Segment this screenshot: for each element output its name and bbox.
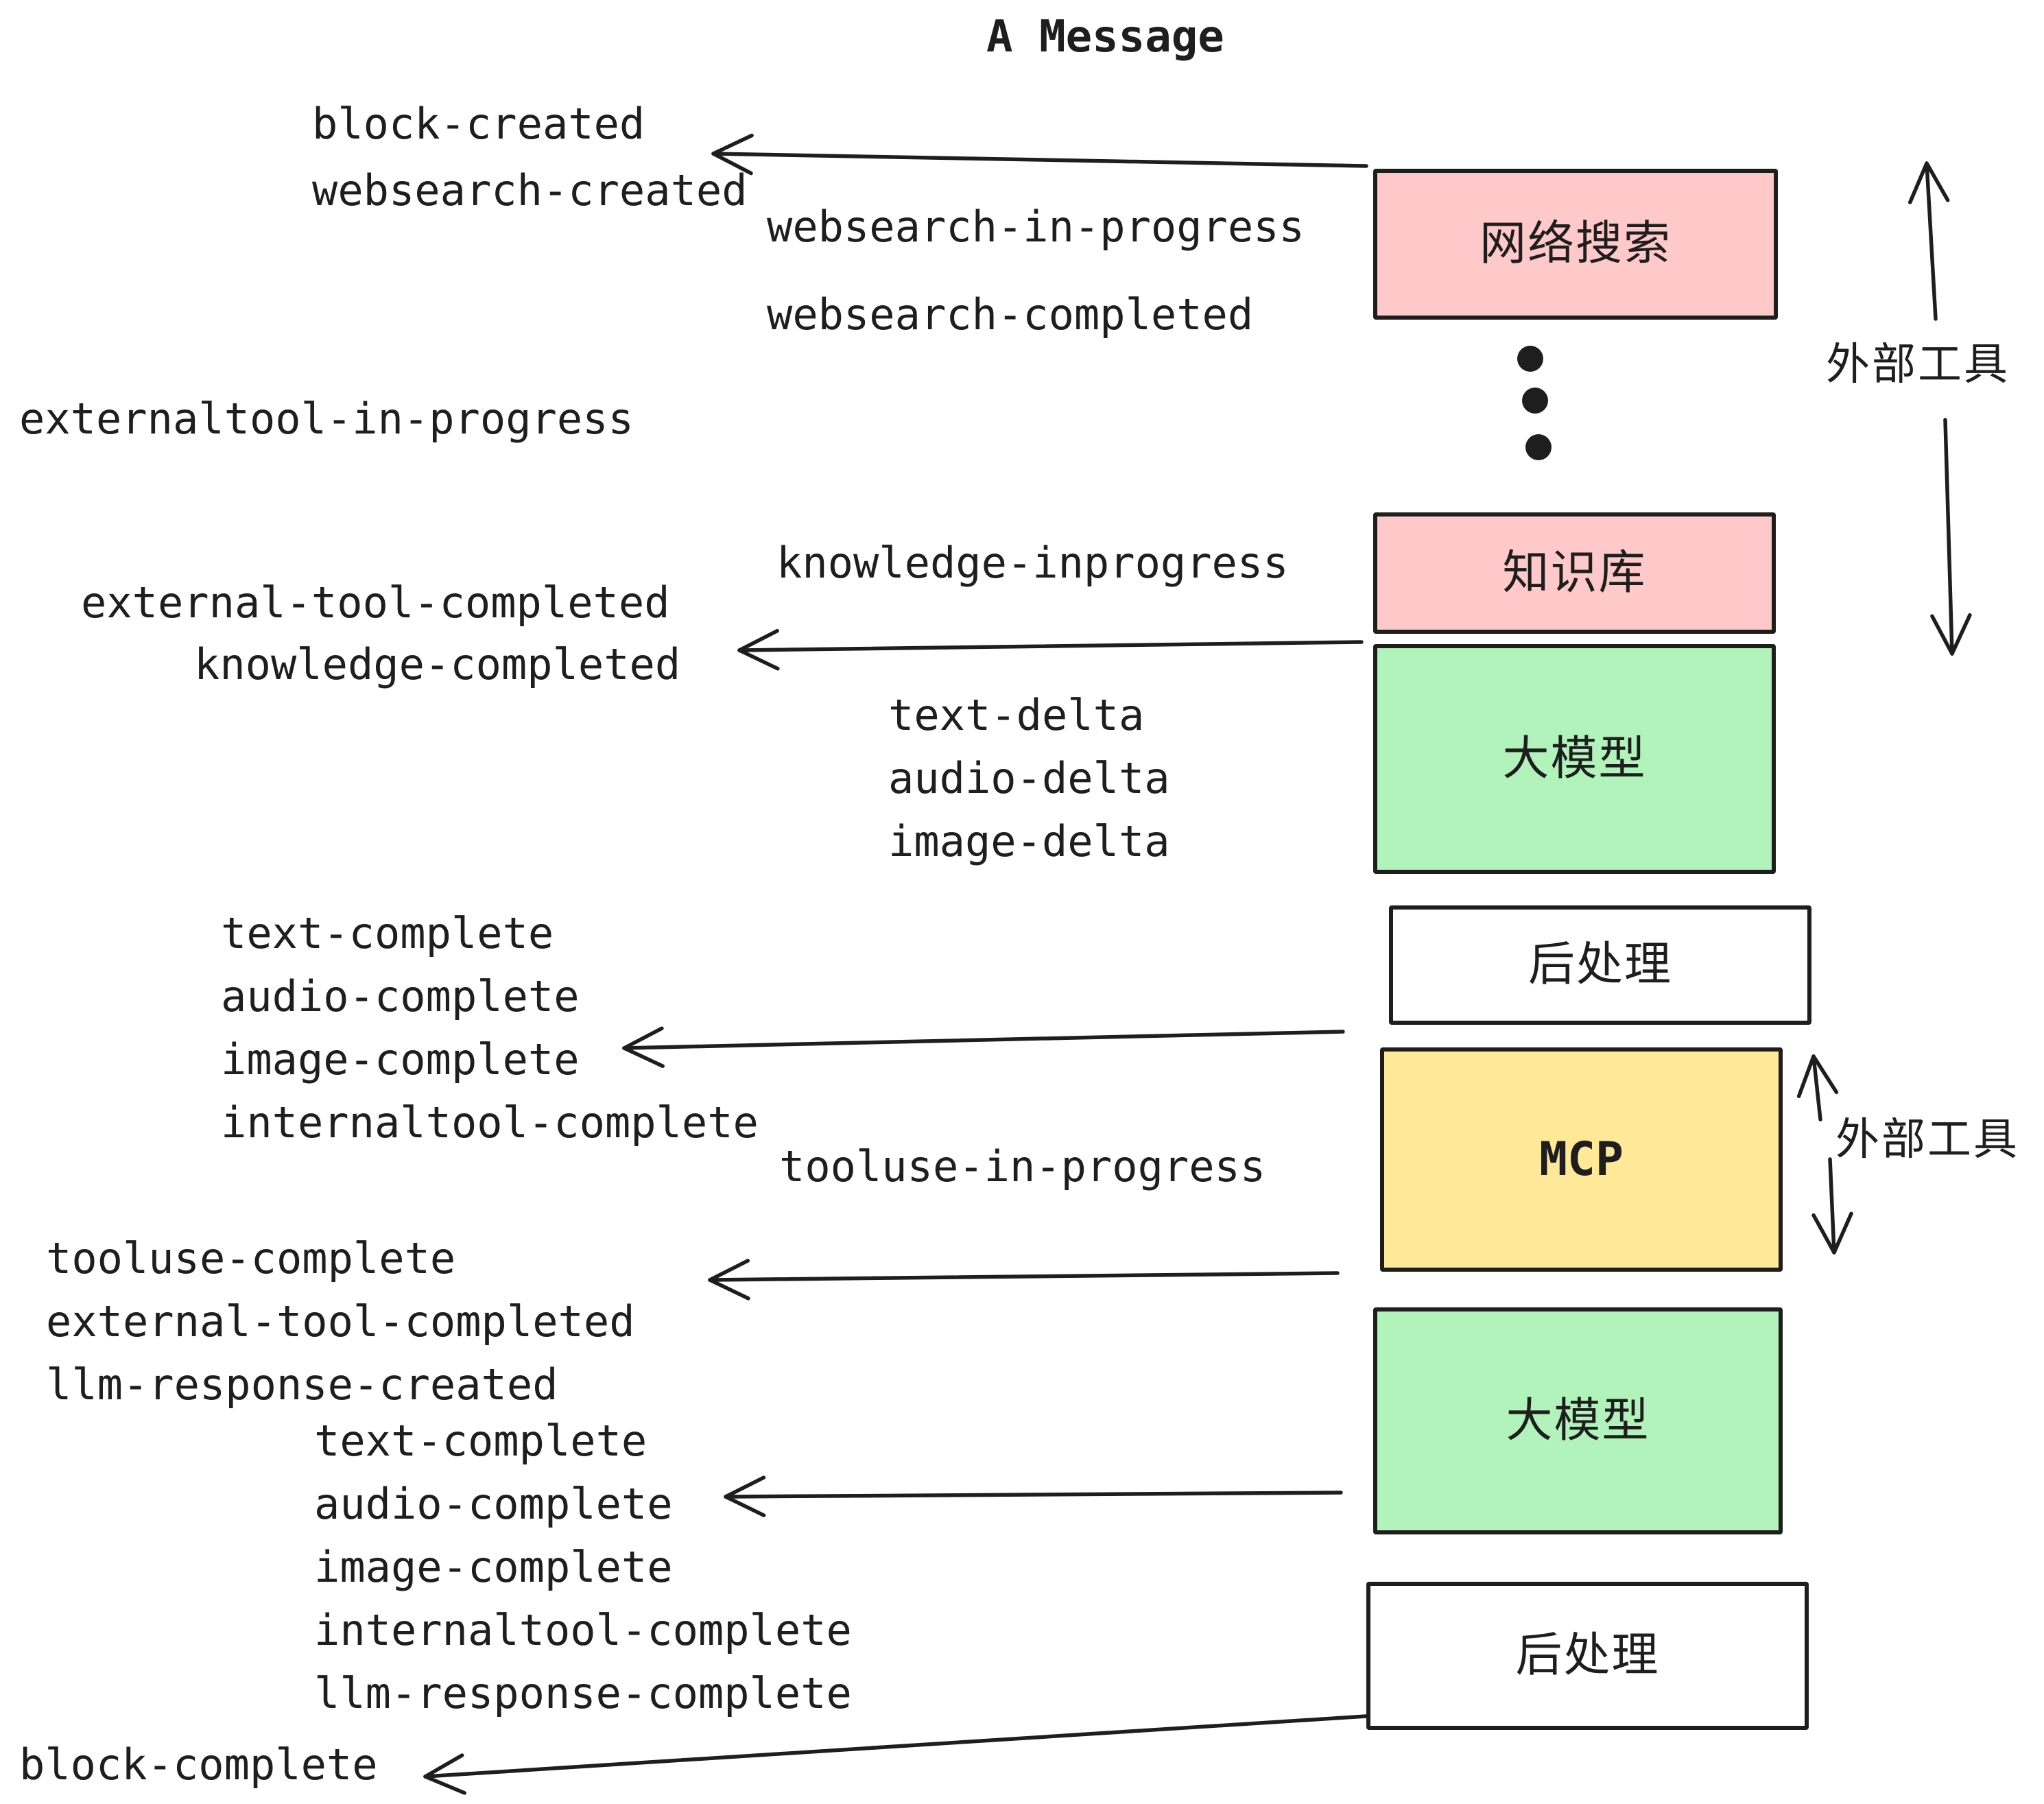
event-audio-complete-1: audio-complete <box>221 971 580 1021</box>
arrow-to-websearch-created <box>711 133 1368 176</box>
mcp-box-label: MCP <box>1539 1132 1624 1187</box>
event-audio-delta-1: audio-delta <box>888 753 1170 803</box>
event-image-complete-2: image-complete <box>314 1542 673 1592</box>
external-tools-label-1: 外部工具 <box>1826 340 2010 390</box>
event-external-tool-completed-2: external-tool-completed <box>46 1296 635 1346</box>
event-tooluse-complete: tooluse-complete <box>46 1233 456 1283</box>
postprocess-box-2-label: 后处理 <box>1515 1628 1660 1683</box>
external-tools-label-2: 外部工具 <box>1835 1115 2019 1165</box>
postprocess-box-1-label: 后处理 <box>1528 938 1672 992</box>
ellipsis-dot-2 <box>1522 388 1548 414</box>
event-text-complete-1: text-complete <box>221 908 554 958</box>
external-tools-up-arrow-2 <box>1796 1054 1839 1121</box>
ellipsis-dot-1 <box>1517 346 1543 372</box>
event-image-delta-1: image-delta <box>888 816 1170 866</box>
event-llm-response-created: llm-response-created <box>46 1360 558 1410</box>
event-image-complete-1: image-complete <box>221 1034 580 1084</box>
event-knowledge-completed: knowledge-completed <box>194 639 681 689</box>
arrow-to-block-complete <box>423 1714 1368 1795</box>
event-internaltool-complete-2: internaltool-complete <box>314 1605 852 1655</box>
event-text-complete-2: text-complete <box>314 1416 647 1466</box>
postprocess-box-2: 后处理 <box>1366 1582 1809 1730</box>
event-block-complete: block-complete <box>19 1740 378 1790</box>
external-tools-down-arrow-2 <box>1811 1157 1853 1255</box>
llm-box-2-label: 大模型 <box>1506 1393 1650 1448</box>
mcp-box: MCP <box>1380 1047 1783 1272</box>
llm-box-1-label: 大模型 <box>1502 731 1647 786</box>
event-websearch-created: websearch-created <box>312 165 748 215</box>
diagram-title: A Message <box>986 12 1224 62</box>
websearch-box-label: 网络搜索 <box>1479 217 1672 271</box>
postprocess-box-1: 后处理 <box>1389 905 1811 1025</box>
external-tools-down-arrow-1 <box>1930 418 1972 656</box>
event-audio-complete-2: audio-complete <box>314 1479 673 1529</box>
knowledge-box: 知识库 <box>1373 512 1776 634</box>
event-externaltool-in-progress: externaltool-in-progress <box>19 394 634 444</box>
event-llm-response-complete: llm-response-complete <box>314 1668 852 1718</box>
external-tools-up-arrow-1 <box>1908 161 1950 321</box>
event-websearch-in-progress: websearch-in-progress <box>767 202 1305 252</box>
arrow-to-tooluse-complete <box>708 1259 1340 1301</box>
websearch-box: 网络搜索 <box>1373 169 1778 320</box>
ellipsis-dot-3 <box>1525 434 1552 460</box>
knowledge-box-label: 知识库 <box>1502 545 1647 600</box>
event-external-tool-completed-1: external-tool-completed <box>81 578 670 628</box>
arrow-to-audio-complete <box>724 1475 1343 1517</box>
llm-box-2: 大模型 <box>1373 1307 1783 1534</box>
event-tooluse-in-progress: tooluse-in-progress <box>779 1141 1266 1191</box>
event-block-created: block-created <box>312 99 645 149</box>
arrow-to-image-complete <box>622 1026 1345 1068</box>
event-knowledge-inprogress: knowledge-inprogress <box>776 538 1289 588</box>
event-text-delta-1: text-delta <box>888 690 1145 740</box>
event-internaltool-complete-1: internaltool-complete <box>221 1097 759 1148</box>
llm-box-1: 大模型 <box>1373 644 1776 874</box>
arrow-to-knowledge-completed <box>737 628 1364 671</box>
event-websearch-completed: websearch-completed <box>767 289 1254 340</box>
